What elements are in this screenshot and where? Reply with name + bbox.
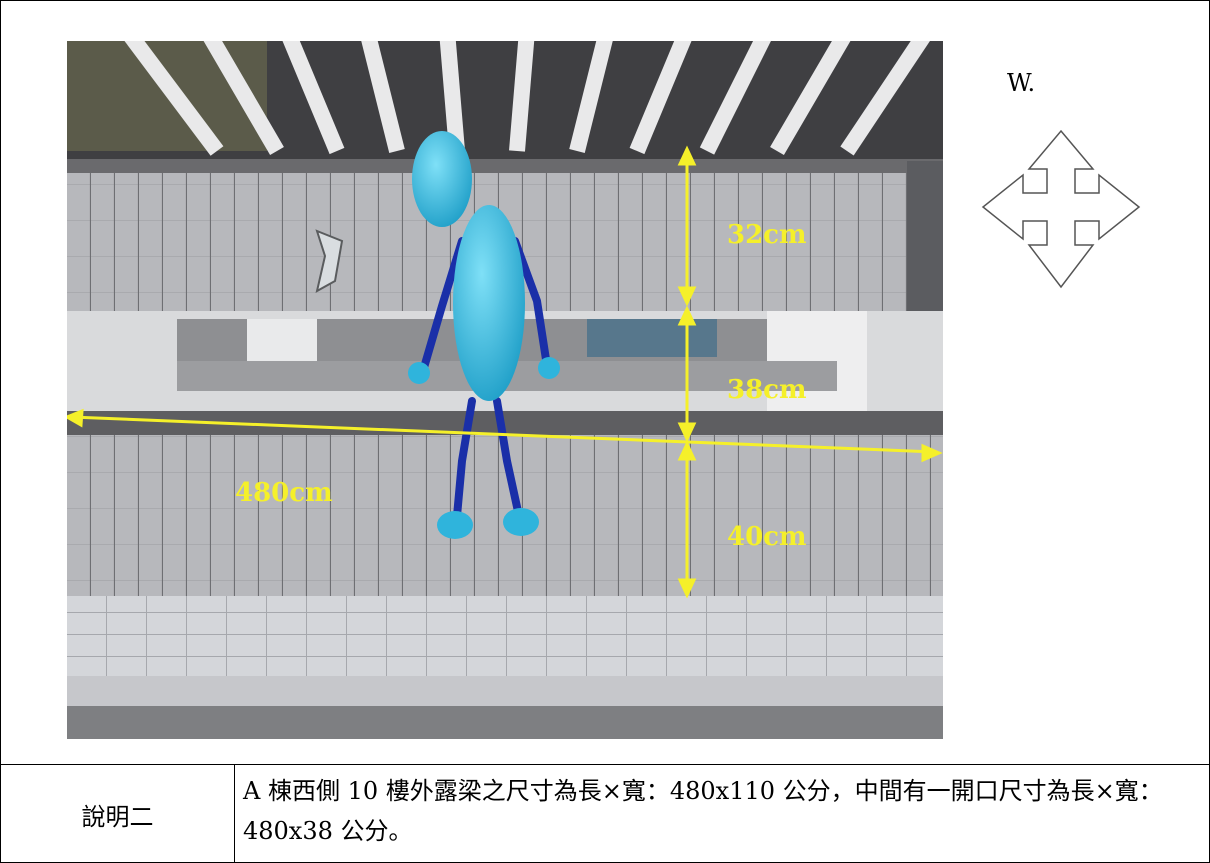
photo-row: 32cm 38cm 40cm 480cm W.: [1, 1, 1209, 764]
dim-label-length: 480cm: [235, 478, 333, 508]
pergola-slats: [124, 41, 930, 156]
caption-label: 說明二: [1, 765, 235, 863]
dim-label-lower: 40cm: [727, 522, 807, 552]
dim-label-opening: 38cm: [727, 375, 807, 405]
four-way-arrow-icon: [981, 129, 1141, 289]
human-figure: [408, 131, 560, 539]
dimension-lines: [67, 145, 943, 599]
caption-row: 說明二 A 棟西側 10 樓外露梁之尺寸為長×寬：480x110 公分，中間有一…: [1, 764, 1209, 863]
beam-photo: 32cm 38cm 40cm 480cm: [67, 41, 943, 739]
caption-text: A 棟西側 10 樓外露梁之尺寸為長×寬：480x110 公分，中間有一開口尺寸…: [243, 777, 1163, 845]
compass-label: W.: [1007, 69, 1035, 97]
compass: W.: [981, 69, 1141, 289]
dim-label-upper: 32cm: [727, 220, 807, 250]
